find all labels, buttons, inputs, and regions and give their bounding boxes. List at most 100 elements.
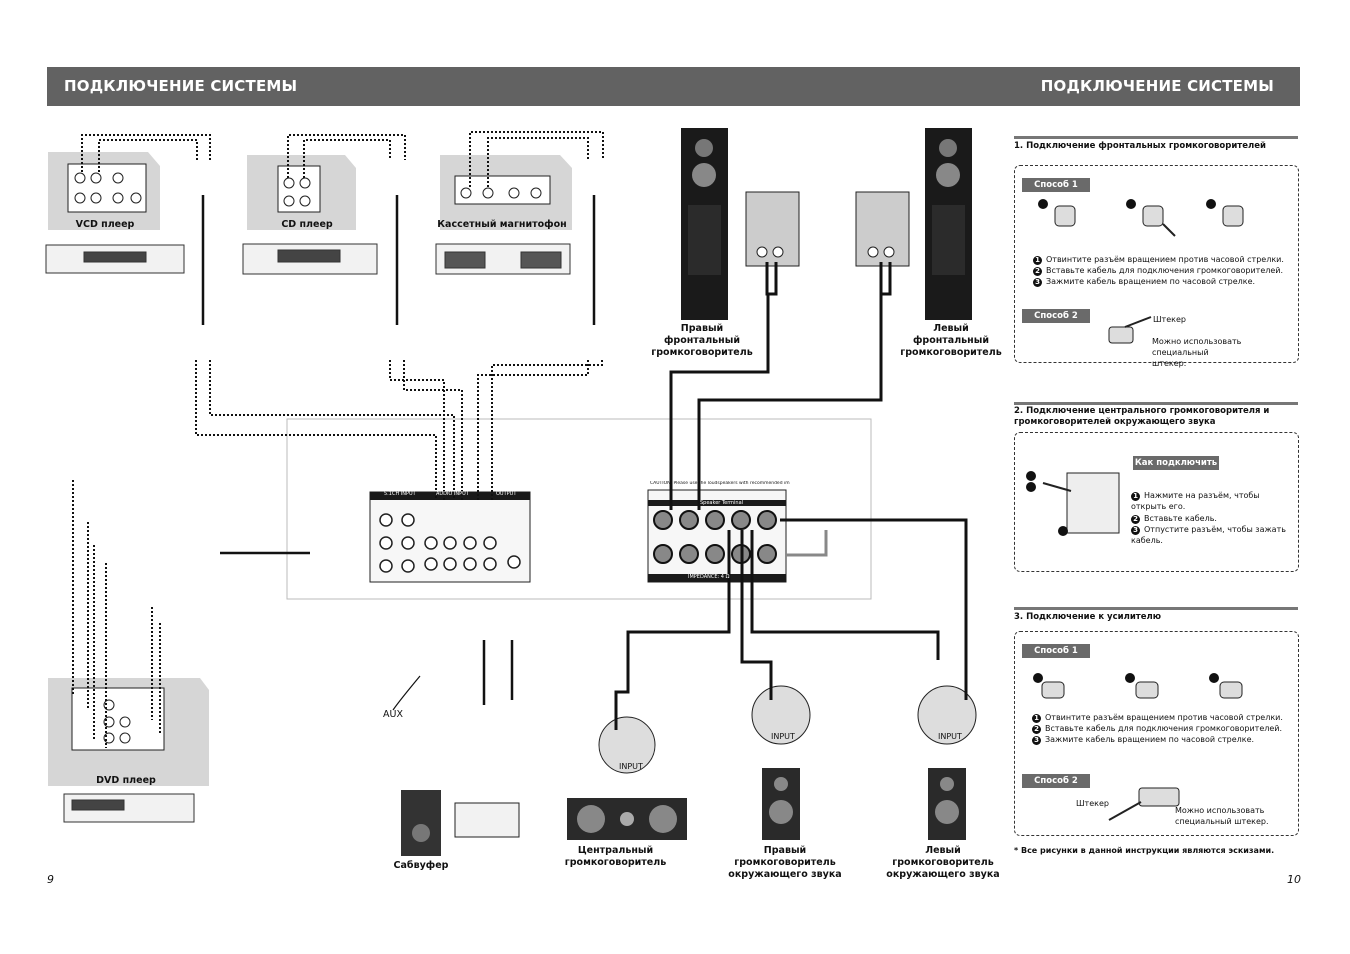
amplifier-outline — [286, 418, 872, 600]
plug-cable-icon — [1124, 316, 1152, 328]
vcd-label: VCD плеер — [75, 219, 135, 230]
center-speaker-label: Центральный громкоговоритель — [564, 845, 667, 868]
wiring-diagram — [45, 128, 977, 856]
step2-marker — [1125, 673, 1135, 683]
aux-label: AUX — [383, 709, 403, 720]
section2-how-to-badge: Как подключить — [1133, 456, 1219, 470]
binding-post-insert-icon — [1135, 681, 1159, 699]
arrow-icon — [1042, 482, 1072, 492]
dvd-jacks — [71, 687, 165, 751]
section1-title: 1. Подключение фронтальных громкоговорит… — [1014, 141, 1266, 151]
center-input-magnifier — [598, 716, 656, 774]
front-left-speaker-label: Левый фронтальный громкоговоритель — [900, 323, 1002, 358]
front-right-terminal — [745, 191, 800, 267]
dvd-player-unit — [63, 793, 195, 823]
amp-input-panel — [369, 491, 531, 583]
step2-marker — [1058, 526, 1068, 536]
terminal-insert-icon — [1142, 205, 1164, 227]
section3-plug-note: Можно использовать специальный штекер. — [1175, 806, 1269, 826]
section3-plug-illustration — [1108, 787, 1180, 821]
surround-left-speaker — [928, 768, 966, 840]
section3-method2-badge: Способ 2 — [1022, 774, 1090, 788]
surround-right-input-label: INPUT — [771, 732, 795, 741]
cassette-deck-unit — [435, 243, 571, 275]
section1-method1-badge: Способ 1 — [1022, 178, 1090, 192]
surround-left-input-label: INPUT — [938, 732, 962, 741]
binding-post-unscrew-icon — [1041, 681, 1065, 699]
surround-right-input-magnifier — [751, 685, 811, 745]
section2-rule — [1014, 402, 1298, 405]
subwoofer-label: Сабвуфер — [393, 860, 449, 871]
signal-cables — [72, 131, 604, 748]
amp-audio-input-label: AUDIO INPUT — [436, 491, 469, 497]
cassette-label: Кассетный магнитофон — [437, 219, 567, 230]
step1-marker — [1038, 199, 1048, 209]
cassette-jacks — [454, 175, 551, 205]
section1-plug-note: Можно использовать специальный штекер. — [1152, 337, 1242, 368]
section1-method2-badge: Способ 2 — [1022, 309, 1090, 323]
section2-title: 2. Подключение центрального громкоговори… — [1014, 406, 1270, 427]
front-left-terminal — [855, 191, 910, 267]
vcd-jacks — [67, 163, 147, 213]
step2-marker — [1126, 199, 1136, 209]
step3-marker — [1206, 199, 1216, 209]
cable-icon — [1162, 223, 1176, 237]
section3-rule — [1014, 607, 1298, 610]
cd-jacks — [277, 165, 321, 213]
speaker-wires — [614, 262, 968, 730]
surround-right-speaker — [762, 768, 800, 840]
center-input-label: INPUT — [619, 762, 643, 771]
center-speaker — [567, 798, 687, 840]
footnote: * Все рисунки в данной инструкции являют… — [1014, 846, 1275, 855]
dvd-label: DVD плеер — [96, 775, 156, 786]
surround-left-speaker-label: Левый громкоговоритель окружающего звука — [886, 845, 1000, 880]
section2-spring-clip-illustration — [1026, 471, 1120, 536]
page-number-left: 9 — [47, 873, 54, 886]
amp-impedance-label: IMPEDANCE: 4 Ω — [688, 574, 730, 580]
surround-right-speaker-label: Правый громкоговоритель окружающего звук… — [728, 845, 842, 880]
amp-output-label: OUTPUT — [496, 491, 517, 497]
cd-player-unit — [242, 243, 378, 275]
amp-input-51-label: 5.1CH INPUT — [384, 491, 416, 497]
page-title-right: ПОДКЛЮЧЕНИЕ СИСТЕМЫ — [1040, 77, 1274, 95]
header-bar: ПОДКЛЮЧЕНИЕ СИСТЕМЫ ПОДКЛЮЧЕНИЕ СИСТЕМЫ — [47, 67, 1300, 106]
section3-plug-label: Штекер — [1076, 799, 1109, 808]
surround-wire-grey — [786, 530, 828, 557]
page-number-right: 10 — [1287, 873, 1301, 886]
step1-marker — [1026, 471, 1036, 481]
binding-post-tighten-icon — [1219, 681, 1243, 699]
amp-caution-label: CAUTION: Please use the loudspeakers wit… — [650, 481, 790, 486]
banana-plug-icon — [1108, 326, 1134, 344]
step3-marker — [1026, 482, 1036, 492]
rca-cables — [201, 195, 596, 705]
vcd-player-unit — [45, 244, 185, 274]
front-left-tower-speaker — [925, 128, 972, 320]
aux-pointer — [392, 675, 421, 711]
section1-rule — [1014, 136, 1298, 139]
spring-terminal-icon — [1066, 472, 1120, 534]
section3-title: 3. Подключение к усилителю — [1014, 612, 1161, 622]
section1-method1-illustrations — [1038, 199, 1244, 237]
front-right-speaker-label: Правый фронтальный громкоговоритель — [651, 323, 753, 358]
amp-speaker-terminal-label: Speaker Terminal — [700, 500, 744, 506]
step3-marker — [1209, 673, 1219, 683]
terminal-unscrew-icon — [1054, 205, 1076, 227]
cd-label: CD плеер — [281, 219, 333, 230]
terminal-tighten-icon — [1222, 205, 1244, 227]
step1-marker — [1033, 673, 1043, 683]
surround-left-input-magnifier — [917, 685, 977, 745]
page-title-left: ПОДКЛЮЧЕНИЕ СИСТЕМЫ — [64, 77, 298, 95]
section3-method1-badge: Способ 1 — [1022, 644, 1090, 658]
section1-plug-label: Штекер — [1153, 315, 1186, 324]
